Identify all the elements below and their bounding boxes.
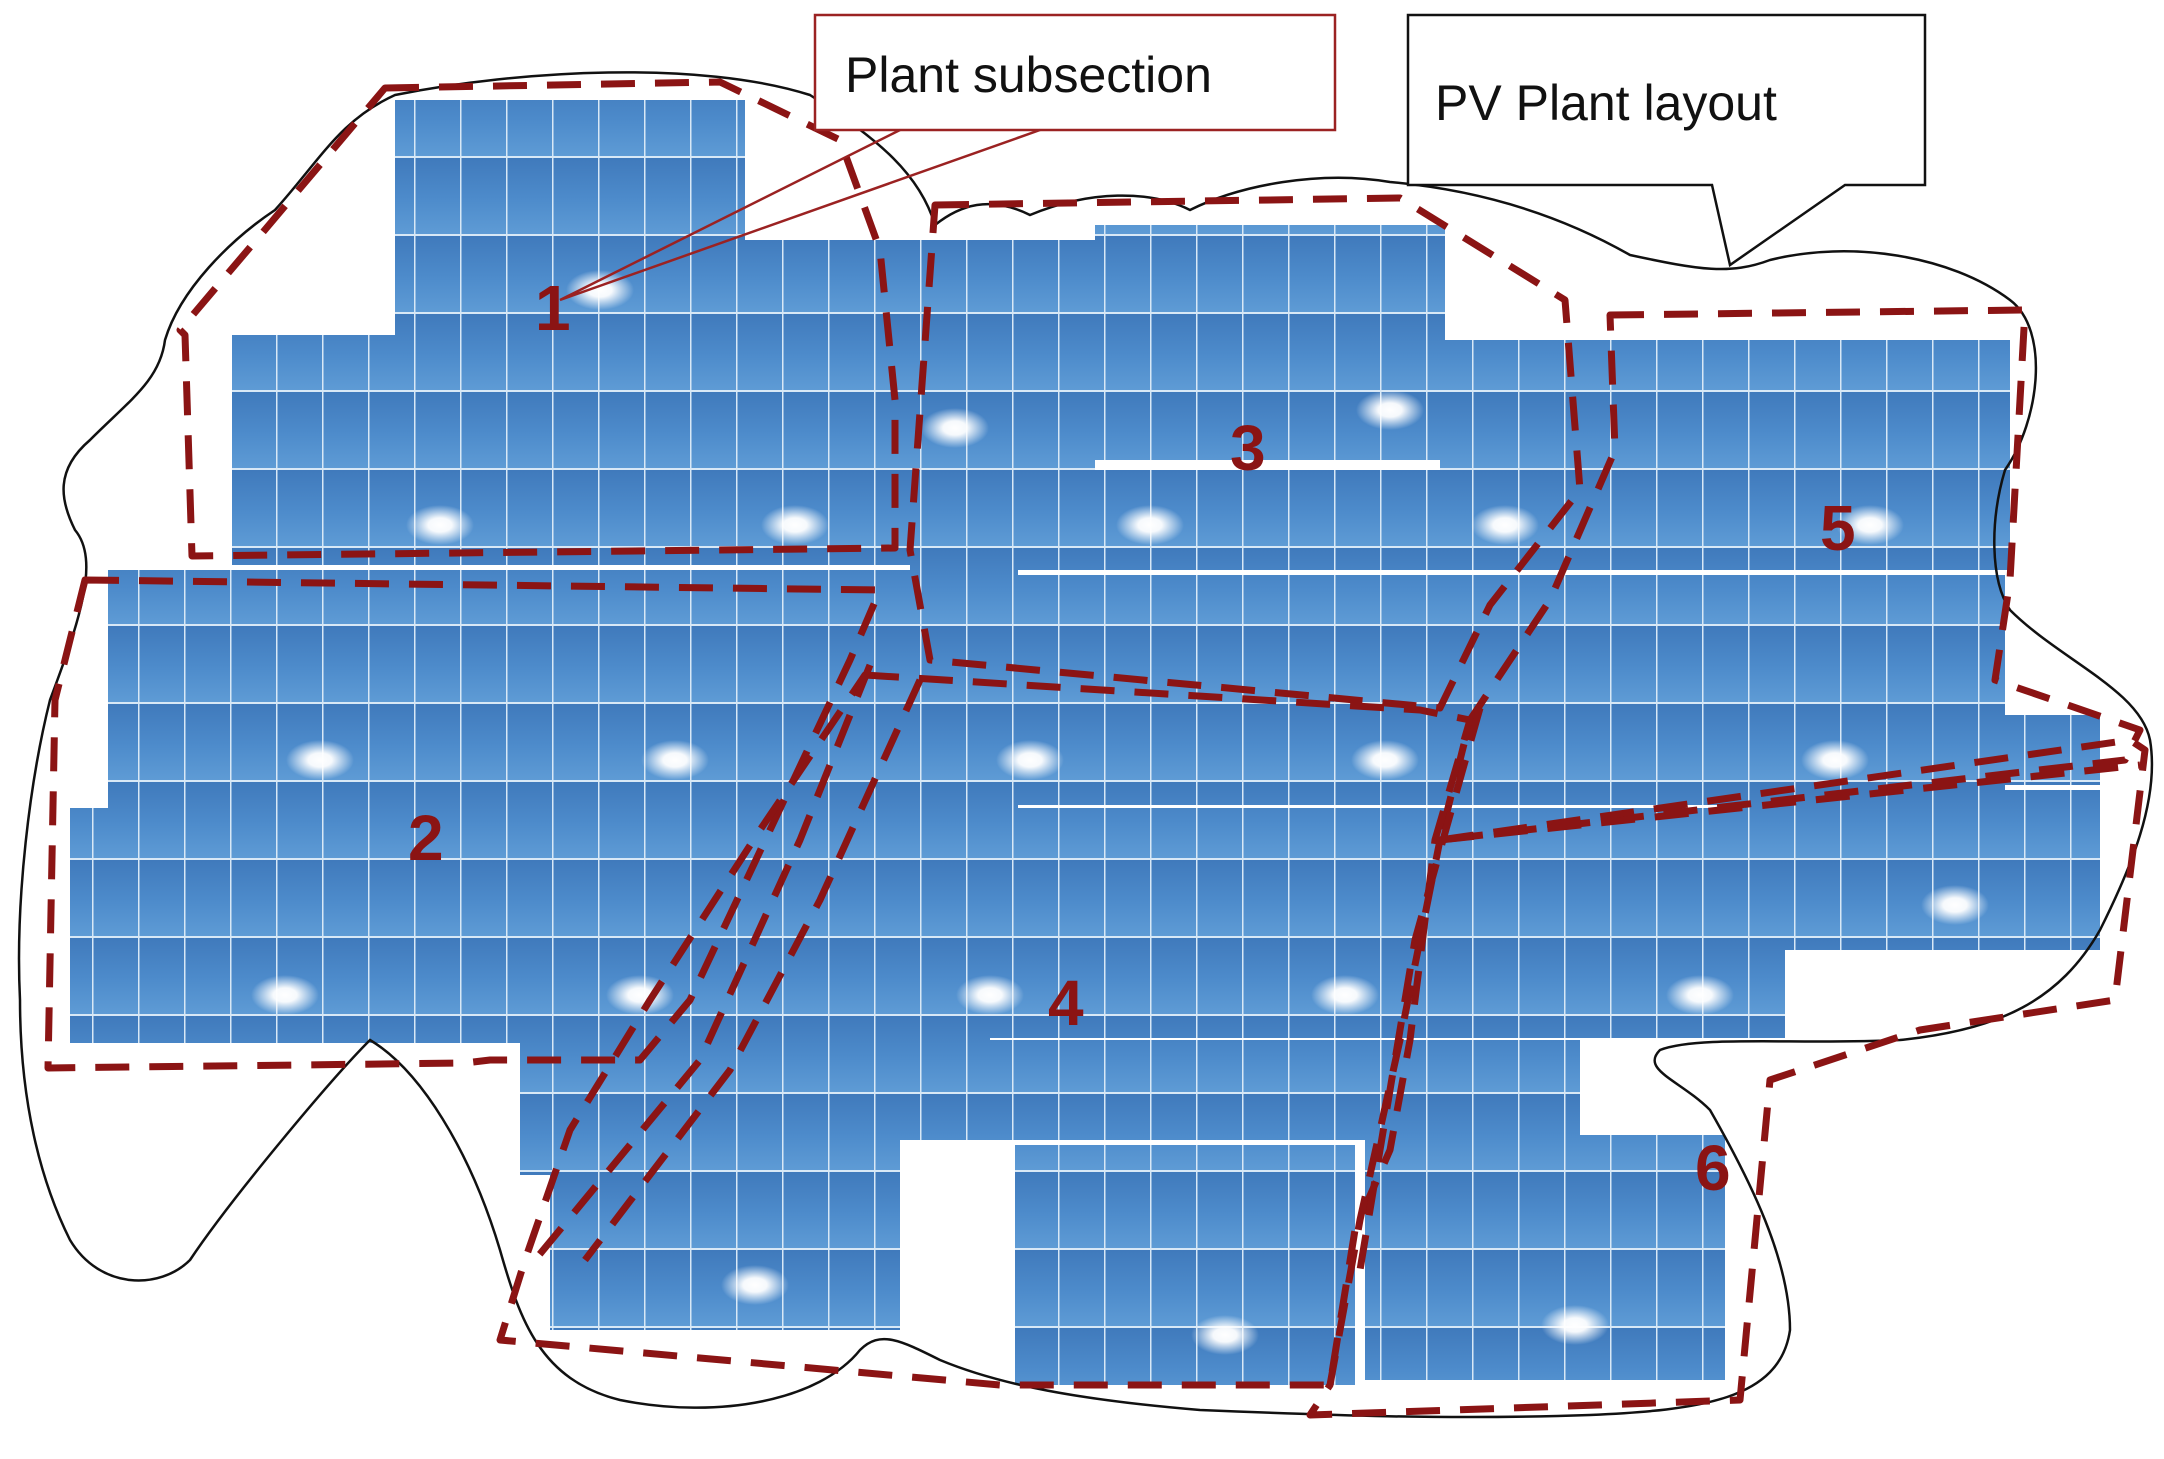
plant-layout-outline [17, 71, 2154, 1419]
glare-spot [721, 1265, 789, 1305]
subsection-5-boundary [1436, 306, 2144, 844]
glare-spot [1541, 1305, 1609, 1345]
subsection-1-boundary [176, 78, 899, 560]
glare-spot [1836, 505, 1904, 545]
glare-spot [1351, 740, 1419, 780]
glare-spot [1356, 390, 1424, 430]
subsection-2-number: 2 [408, 802, 444, 874]
glare-spot [1801, 740, 1869, 780]
pv-plant-layout-label: PV Plant layout [1435, 75, 1777, 131]
solar-panel-block [1015, 1145, 1355, 1385]
solar-panel-block [985, 808, 1785, 1038]
glare-spot [1471, 505, 1539, 545]
glare-spot [566, 270, 634, 310]
glare-spot [761, 505, 829, 545]
plant-subsection-label: Plant subsection [845, 47, 1212, 103]
solar-panel-block [1745, 790, 2100, 950]
glare-spot [1191, 1315, 1259, 1355]
solar-panel-block [550, 1095, 900, 1330]
glare-spot [956, 975, 1024, 1015]
solar-panel-array [70, 100, 2100, 1385]
subsection-1-number: 1 [535, 272, 571, 344]
glare-spot [921, 408, 989, 448]
road-divider-c [1439, 761, 2141, 844]
subsection-numbers: 1 2 3 4 5 6 [408, 272, 1856, 1204]
subsection-3-boundary [906, 194, 1584, 712]
solar-panel-block [900, 1040, 1580, 1140]
plant-subsection-callout-pointer [559, 128, 1041, 302]
subsection-boundaries [44, 78, 2149, 1419]
pv-plant-layout-callout: PV Plant layout [1406, 13, 1927, 268]
subsection-6-number: 6 [1695, 1132, 1731, 1204]
glare-spot [1666, 975, 1734, 1015]
road-divider-b [582, 678, 924, 1263]
glare-spot [251, 975, 319, 1015]
glare-spot [641, 740, 709, 780]
solar-panel-block [108, 570, 1018, 810]
road-divider-d [1356, 707, 1484, 1271]
glare-spot [996, 740, 1064, 780]
solar-panel-block [70, 808, 990, 1043]
plant-subsection-callout: Plant subsection [559, 13, 1337, 302]
glare-spot [1921, 885, 1989, 925]
pv-plant-layout-callout-shape [1406, 13, 1927, 268]
subsection-5-number: 5 [1820, 492, 1856, 564]
glare-spot [406, 505, 474, 545]
subsection-3-number: 3 [1230, 412, 1266, 484]
subsection-4-boundary [496, 671, 1474, 1389]
glare-spot [1311, 975, 1379, 1015]
subsection-4-number: 4 [1048, 967, 1084, 1039]
subsection-6-boundary [1306, 736, 2149, 1419]
glare-spot [286, 740, 354, 780]
subsection-2-boundary [44, 576, 884, 1072]
panel-glare-spots [251, 270, 1989, 1355]
road-divider-a [532, 663, 874, 1263]
solar-panel-block [1365, 1135, 1725, 1380]
glare-spot [606, 975, 674, 1015]
glare-spot [1116, 505, 1184, 545]
plant-subsection-callout-box [813, 13, 1337, 132]
